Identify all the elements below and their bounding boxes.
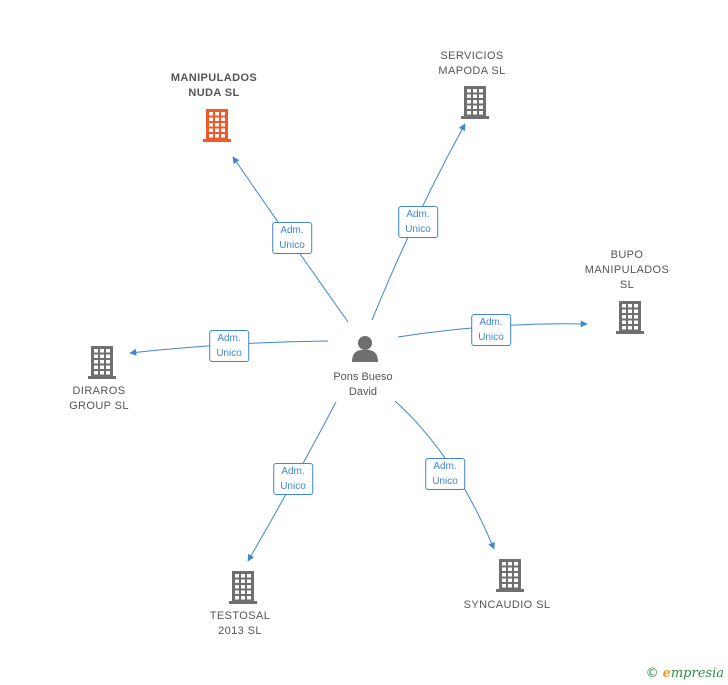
company-name-line: SL	[619, 279, 635, 291]
copyright-symbol: ©	[645, 666, 659, 681]
company-name-line: DIRAROS	[72, 385, 126, 397]
person-label[interactable]: Pons Bueso David	[333, 370, 392, 400]
role-line: Unico	[280, 481, 306, 492]
building-icon[interactable]	[461, 86, 489, 119]
company-name-line: GROUP SL	[69, 400, 129, 412]
role-line: Adm.	[479, 317, 503, 328]
edge-label-servicios-mapoda: Adm. Unico	[398, 206, 438, 238]
company-name-line: BUPO	[610, 249, 644, 261]
building-icon[interactable]	[616, 301, 644, 334]
role-line: Adm.	[281, 466, 305, 477]
company-label-diraros-group[interactable]: DIRAROS GROUP SL	[69, 384, 129, 414]
role-line: Adm.	[217, 333, 241, 344]
company-name-line: MAPODA SL	[438, 65, 506, 77]
role-line: Adm.	[433, 461, 457, 472]
company-name-line: TESTOSAL	[209, 610, 271, 622]
company-label-servicios-mapoda[interactable]: SERVICIOS MAPODA SL	[438, 49, 505, 79]
company-name-line: MANIPULADOS	[170, 72, 258, 84]
company-label-testosal-2013[interactable]: TESTOSAL 2013 SL	[210, 609, 270, 639]
building-icon[interactable]	[496, 559, 524, 592]
role-line: Unico	[405, 224, 431, 235]
role-line: Adm.	[280, 225, 304, 236]
company-name-line: 2013 SL	[218, 625, 262, 637]
edge-label-testosal-2013: Adm. Unico	[273, 463, 313, 495]
building-icon[interactable]	[88, 346, 116, 379]
logo-initial: e	[662, 666, 671, 681]
company-name-line: NUDA SL	[188, 87, 240, 99]
company-label-syncaudio[interactable]: SYNCAUDIO SL	[464, 598, 551, 613]
edge-label-diraros-group: Adm. Unico	[209, 330, 249, 362]
edge-label-syncaudio: Adm. Unico	[425, 458, 465, 490]
company-label-bupo-manipulados[interactable]: BUPO MANIPULADOS SL	[585, 248, 669, 293]
edge-label-manipulados-nuda: Adm. Unico	[272, 222, 312, 254]
empresia-logo[interactable]: ©empresia	[646, 666, 724, 681]
role-line: Unico	[216, 348, 242, 359]
company-name-line: SERVICIOS	[440, 50, 504, 62]
role-line: Unico	[279, 240, 305, 251]
edge-label-bupo-manipulados: Adm. Unico	[471, 314, 511, 346]
company-name-line: SYNCAUDIO SL	[463, 599, 551, 611]
role-line: Adm.	[406, 209, 430, 220]
person-name-line: Pons Bueso	[333, 371, 393, 383]
person-icon[interactable]	[352, 336, 378, 362]
person-name-line: David	[348, 386, 378, 398]
role-line: Unico	[478, 332, 504, 343]
company-label-manipulados-nuda[interactable]: MANIPULADOS NUDA SL	[171, 71, 257, 101]
role-line: Unico	[432, 476, 458, 487]
company-name-line: MANIPULADOS	[584, 264, 670, 276]
logo-text: mpresia	[670, 666, 724, 681]
building-icon[interactable]	[203, 109, 231, 142]
building-icon[interactable]	[229, 571, 257, 604]
